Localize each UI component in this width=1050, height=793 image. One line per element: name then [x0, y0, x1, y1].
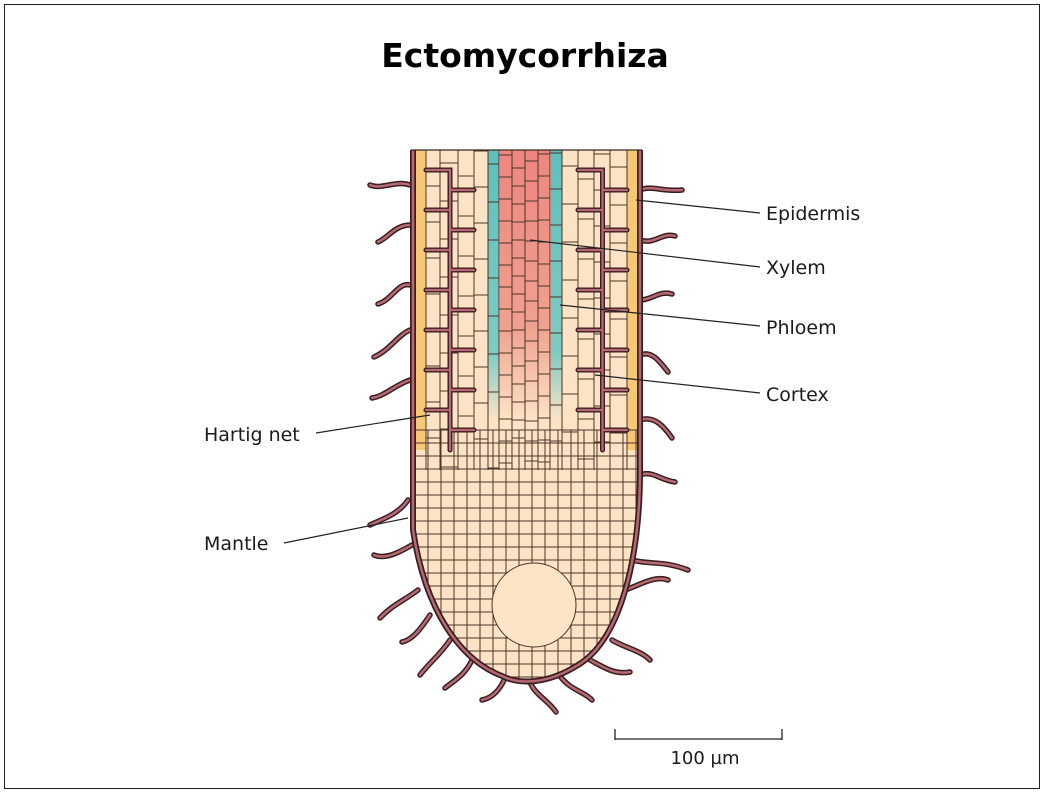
- label-epidermis: Epidermis: [766, 203, 860, 225]
- scale-bar-label: 100 µm: [670, 748, 739, 769]
- phloem-left: [488, 150, 499, 420]
- label-xylem: Xylem: [766, 257, 826, 279]
- label-mantle: Mantle: [204, 533, 269, 555]
- scale-bar: [615, 729, 782, 740]
- label-phloem: Phloem: [766, 317, 837, 339]
- leader-mantle: [284, 518, 408, 543]
- label-cortex: Cortex: [766, 384, 829, 406]
- label-hartig-net: Hartig net: [204, 424, 300, 446]
- leader-epidermis: [636, 200, 760, 213]
- phloem-right: [551, 150, 562, 420]
